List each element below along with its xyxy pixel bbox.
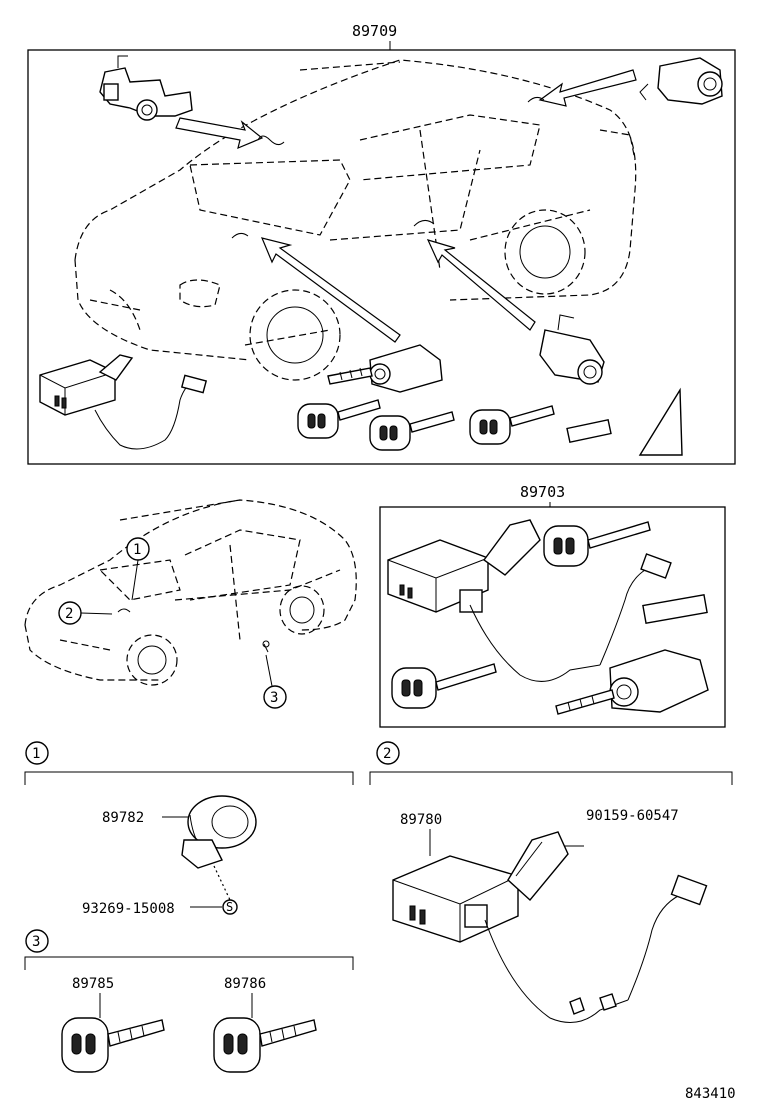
label-89780: 89780 [400,812,442,828]
section-3-bracket [24,956,354,970]
section-1-callout [25,741,49,765]
kit-key-1 [543,521,651,567]
trunk-latch-mark [527,96,545,103]
arrow-to-door-rear [426,239,536,331]
door-lock-cylinder-front [327,344,443,393]
key-1 [297,399,381,439]
label-89709: 89709 [352,22,397,40]
kit-ecu-module [387,519,672,682]
diagram-code: 843410 [685,1086,736,1102]
ecu-module-top [39,354,208,450]
key-2 [369,411,455,451]
locator-callout-3 [263,685,287,709]
callout-s [222,899,238,915]
part-89782-horn-coil [181,795,257,869]
section-3-callout-text: 3 [32,934,40,950]
info-card-top [638,387,683,456]
kit-key-tag [642,593,708,625]
part-89780-module [392,831,708,1023]
loc-mark-3 [263,643,269,653]
door-lock-cylinder-rear [539,314,605,385]
section-1-bracket [24,771,354,785]
arrow-to-trunk [538,69,637,107]
locator-callout-2-text: 2 [65,606,73,622]
trunk-lock-assembly [639,57,723,105]
loc-mark-1 [117,608,131,613]
label-89782: 89782 [102,810,144,826]
key-tag-top [566,418,612,444]
top-section: 89709 [27,22,736,465]
locator-car: 1 2 3 [24,499,357,709]
part-89785-key [61,1017,165,1073]
label-90159-60547: 90159-60547 [586,808,679,824]
section-2-bracket [369,771,733,785]
locator-callout-1-text: 1 [133,542,141,558]
section-1-callout-text: 1 [32,746,40,762]
label-89786: 89786 [224,976,266,992]
kit-key-2 [391,663,497,709]
kit-lock-cylinder [555,649,709,715]
label-89703: 89703 [520,483,565,501]
hood-latch-mark [257,135,285,146]
section-2-callout-text: 2 [383,746,391,762]
arrow-to-door-front [260,237,401,343]
section-2: 2 90159-60547 89780 [369,741,733,1023]
kit-frame [379,506,726,728]
kit-section: 89703 [379,483,726,728]
arrow-to-hood [175,117,264,150]
label-89785: 89785 [72,976,114,992]
locator-callout-3-text: 3 [270,690,278,706]
door-latch-mark-1 [231,232,249,239]
section-3-callout [25,929,49,953]
section-2-callout [376,741,400,765]
car-top-outline [74,59,637,381]
callout-s-text: S [226,900,233,914]
key-3 [469,405,555,445]
section-1: 1 89782 93269-15008 S [24,741,354,917]
hood-lock-assembly [99,55,193,121]
door-latch-mark-2 [413,220,435,227]
top-frame [27,49,736,465]
section-3: 3 89785 89786 [24,929,354,1073]
part-89786-key [213,1017,317,1073]
label-93269-15008: 93269-15008 [82,901,175,917]
